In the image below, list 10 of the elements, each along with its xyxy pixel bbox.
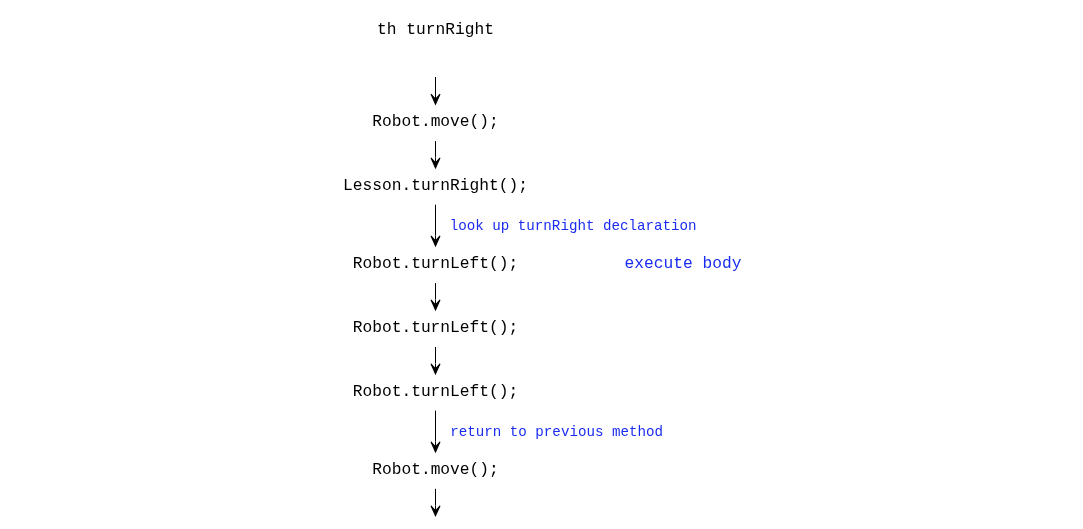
node-text: Robot.move(); — [371, 460, 499, 480]
node-text: Robot.turnLeft(); — [352, 382, 518, 402]
node-text: Robot.move(); — [371, 112, 499, 132]
node-text: Lesson.turnRight(); — [342, 176, 528, 196]
edge-label: look up turnRight declaration — [449, 217, 697, 234]
node-text: Robot.turnLeft(); — [352, 318, 518, 338]
edge-label: return to previous method — [449, 423, 663, 440]
node-text: Robot.turnLeft(); — [352, 254, 518, 274]
label: execute body — [624, 254, 741, 274]
label: th turnRight — [376, 20, 494, 40]
